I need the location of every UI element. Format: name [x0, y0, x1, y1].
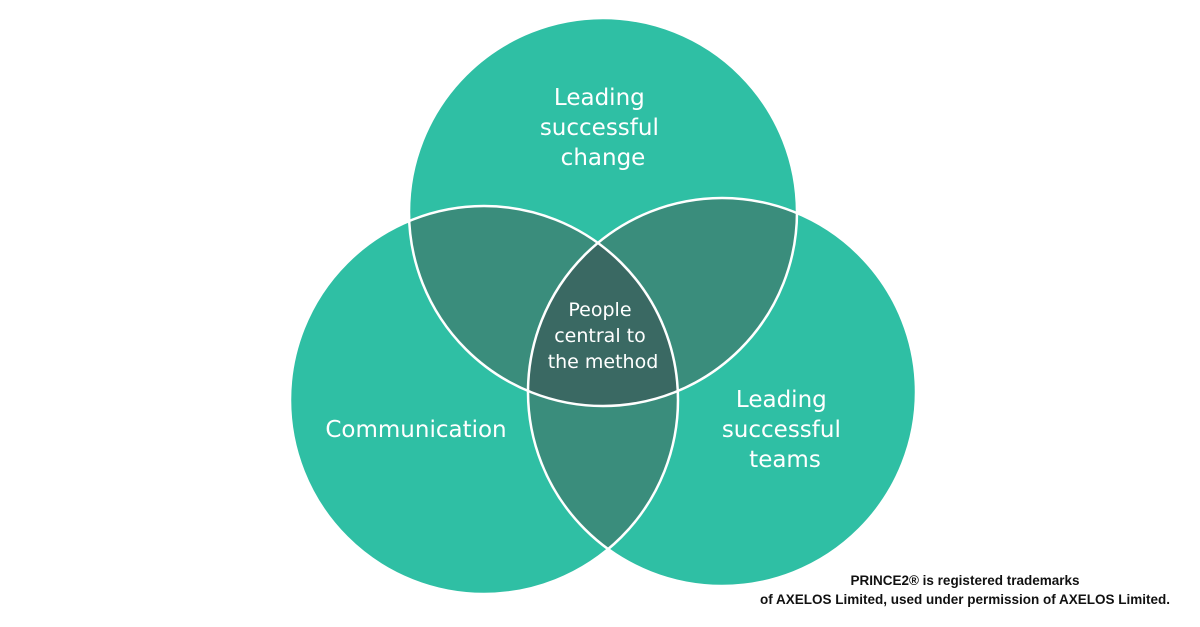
label-center: People central to the method: [548, 299, 659, 373]
label-center-line: central to: [554, 325, 645, 347]
label-right-line: Leading: [736, 387, 827, 413]
label-top: Leading successful change: [540, 85, 666, 171]
circle-right-outline: [526, 196, 918, 588]
label-top-line: change: [561, 145, 646, 171]
label-right: Leading successful teams: [722, 387, 848, 473]
label-left: Communication: [325, 417, 506, 443]
label-right-line: successful: [722, 417, 841, 443]
label-top-line: Leading: [554, 85, 645, 111]
label-right-line: teams: [749, 447, 821, 473]
label-center-line: People: [568, 299, 631, 321]
trademark-line-2: of AXELOS Limited, used under permission…: [759, 592, 1170, 607]
label-left-line: Communication: [325, 417, 506, 443]
trademark-notice: PRINCE2® is registered trademarks of AXE…: [760, 571, 1170, 609]
label-top-line: successful: [540, 115, 659, 141]
trademark-line-1: PRINCE2® is registered trademarks: [850, 573, 1080, 588]
label-center-line: the method: [548, 351, 659, 373]
overlap-center: [528, 206, 678, 406]
circle-left-outline: [288, 204, 680, 596]
